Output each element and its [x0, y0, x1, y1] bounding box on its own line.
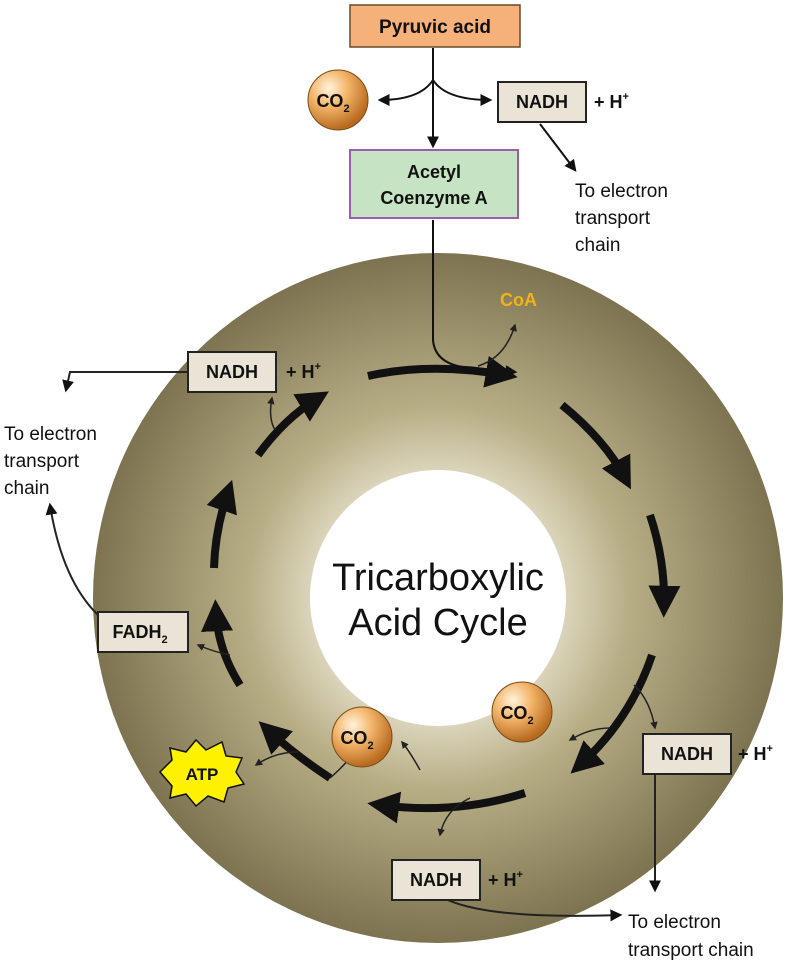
- atp-badge: ATP: [158, 738, 246, 808]
- co2-right-release-arrow: [568, 727, 611, 741]
- acetyl-label-line2: Coenzyme A: [380, 188, 487, 208]
- svg-text:transport: transport: [575, 208, 651, 229]
- cycle-arrow-9: [254, 391, 329, 458]
- side-arrows: [45, 323, 661, 922]
- svg-text:To electron: To electron: [628, 912, 721, 933]
- cycle-center: [310, 470, 566, 726]
- svg-text:chain: chain: [575, 235, 620, 256]
- nadh-left-to-ete-arrow: [62, 371, 188, 393]
- svg-text:transport: transport: [4, 451, 80, 472]
- fadh2-box: FADH2: [97, 611, 189, 653]
- nadh-right-label: NADH: [661, 744, 713, 764]
- center-title-line1: Tricarboxylic: [332, 557, 544, 599]
- co2-bottom-label: CO: [340, 728, 367, 748]
- svg-text:+ H+: + H+: [738, 743, 773, 764]
- acetyl-coa-box: [349, 149, 519, 219]
- ete-left: To electron transport chain: [4, 424, 97, 499]
- nadh-top-to-ete-arrow: [539, 123, 577, 172]
- atp-release-arrow: [254, 751, 299, 766]
- co2-bottom-sub: 2: [367, 740, 373, 752]
- nadh-right-plus-h: + H: [738, 744, 767, 764]
- cycle-arrow-8: [206, 479, 237, 569]
- svg-text:+ H+: + H+: [286, 361, 321, 382]
- cycle-arrow-5: [367, 789, 527, 824]
- nadh-top-plus-h: + H: [594, 92, 623, 112]
- nadh-right: NADH + H+: [642, 733, 773, 775]
- to-nadh-top-arrow: [432, 79, 493, 106]
- acetyl-into-cycle-arrow: [432, 220, 518, 378]
- nadh-top-label: NADH: [516, 92, 568, 112]
- acetyl-label-line1: Acetyl: [407, 162, 461, 182]
- nadh-bottom-label: NADH: [410, 870, 462, 890]
- top-flow: [377, 48, 577, 378]
- fadh-sub: 2: [161, 634, 167, 646]
- svg-text:chain: chain: [4, 478, 49, 499]
- pyruvic-acid-box: [349, 4, 521, 48]
- cycle-arrow-4: [570, 653, 656, 774]
- co2-bottom-left: CO2: [331, 706, 393, 768]
- svg-text:To electron: To electron: [575, 181, 668, 202]
- coa-release-arrow: [477, 323, 517, 367]
- svg-text:CO2: CO2: [340, 728, 373, 752]
- ete-bottom: To electron transport chain: [628, 912, 754, 961]
- to-co2-arrow: [377, 79, 434, 106]
- nadh-left-label: NADH: [206, 362, 258, 382]
- nadh-bottom-plus-h: + H: [488, 870, 517, 890]
- fadh-label: FADH: [112, 622, 161, 642]
- svg-text:CO2: CO2: [500, 703, 533, 727]
- cycle-arrow-6: [258, 721, 333, 782]
- nadh-bottom: NADH + H+: [391, 859, 523, 901]
- pyruvic-acid-label: Pyruvic acid: [379, 17, 491, 38]
- nadh-bottom-to-ete-arrow: [439, 895, 623, 922]
- nadh-bottom-h-sup: +: [517, 869, 523, 881]
- nadh-left-plus-h: + H: [286, 362, 315, 382]
- co2-right-sub: 2: [527, 715, 533, 727]
- cycle-arrow-7: [201, 599, 244, 688]
- cycle-arrow-3: [646, 513, 681, 618]
- co2-top: CO2: [307, 69, 369, 131]
- center-title-line2: Acid Cycle: [348, 602, 528, 644]
- nadh-left: NADH + H+: [187, 351, 321, 393]
- nadh-left-release-arrow: [267, 396, 276, 431]
- nadh-right-h-sup: +: [767, 743, 773, 755]
- atp-label: ATP: [186, 765, 219, 784]
- svg-text:+ H+: + H+: [594, 91, 629, 112]
- ete-top: To electron transport chain: [575, 181, 668, 256]
- co2-top-label: CO: [316, 91, 343, 111]
- svg-text:+ H+: + H+: [488, 869, 523, 890]
- svg-text:To electron: To electron: [4, 424, 97, 445]
- co2-right: CO2: [491, 681, 553, 743]
- svg-text:CO2: CO2: [316, 91, 349, 115]
- nadh-bottom-release-arrow: [437, 797, 471, 837]
- nadh-top: NADH + H+: [497, 81, 629, 123]
- coa-label: CoA: [500, 290, 537, 310]
- co2-bottom-right-release-arrow: [401, 740, 421, 771]
- cycle-arrows: [201, 355, 681, 824]
- fadh-to-ete-arrow: [45, 502, 99, 616]
- nadh-left-h-sup: +: [315, 361, 321, 373]
- cycle-arrow-2: [559, 401, 631, 490]
- nadh-top-h-sup: +: [623, 91, 629, 103]
- fadh-release-arrow: [196, 643, 231, 656]
- cycle-arrow-1: [367, 355, 518, 388]
- svg-text:FADH2: FADH2: [112, 622, 167, 646]
- svg-text:transport chain: transport chain: [628, 940, 754, 961]
- co2-right-label: CO: [500, 703, 527, 723]
- co2-top-sub: 2: [343, 103, 349, 115]
- nadh-right-release-arrow: [633, 684, 658, 730]
